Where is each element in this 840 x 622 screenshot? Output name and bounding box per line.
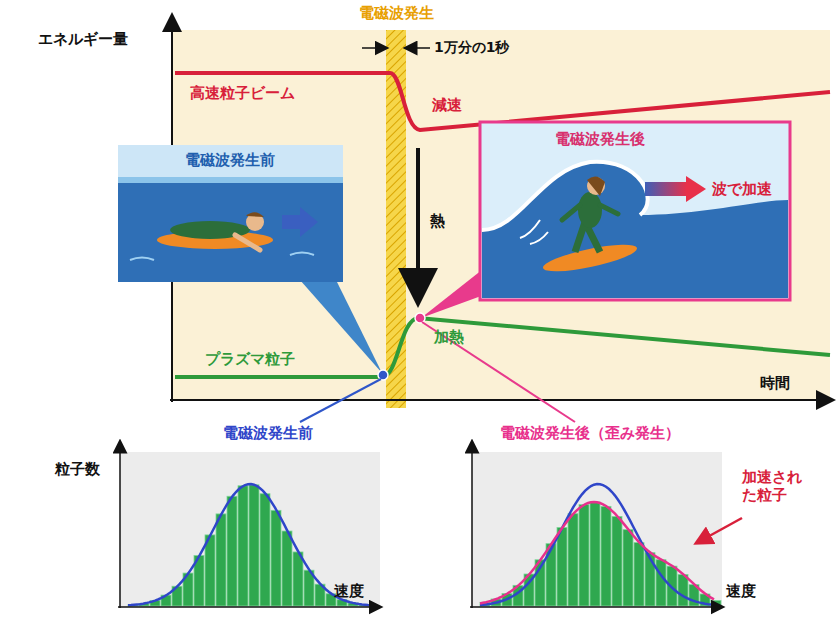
emission-band	[386, 30, 406, 408]
axis-label: エネルギー量	[38, 30, 128, 49]
histogram-bar	[271, 510, 281, 606]
axis-label: 粒子数	[55, 460, 100, 479]
axis-label: 時間	[760, 374, 790, 393]
panel-note: 波で加速	[712, 180, 772, 199]
histogram-bar	[249, 485, 259, 606]
histogram-bar	[205, 535, 215, 606]
panel-heading: 電磁波発生後（歪み発生）	[500, 424, 680, 443]
after-panel	[480, 122, 790, 300]
histogram-bar	[590, 502, 600, 606]
histogram-bar	[634, 543, 644, 606]
state-dot	[378, 370, 388, 380]
histogram-bar	[282, 531, 292, 606]
histogram-bar	[601, 506, 611, 606]
wave	[482, 162, 788, 298]
histogram-bar	[227, 496, 237, 606]
histogram-bar	[293, 552, 303, 606]
histogram-bar	[568, 514, 578, 606]
arrow-label: 熱	[430, 212, 445, 231]
heat-arrow	[416, 148, 420, 288]
axis-label: 速度	[334, 582, 364, 601]
histogram-bar	[678, 575, 688, 606]
line-label: 加熱	[434, 328, 464, 347]
x-axis	[470, 606, 718, 608]
surfboard	[541, 239, 639, 277]
histogram-bar	[579, 505, 589, 606]
callout-panel: 電磁波発生後波で加速	[480, 122, 790, 300]
surfer-body	[578, 192, 602, 228]
plasma-energy-line	[175, 318, 830, 377]
panel-heading: 電磁波発生前	[185, 151, 275, 170]
span-arrow	[362, 47, 382, 49]
histogram-ground	[472, 452, 722, 607]
histogram-bar	[645, 553, 655, 606]
histogram-bar	[612, 516, 622, 606]
line-label: 高速粒子ビーム	[190, 84, 295, 103]
sky-band	[118, 145, 343, 177]
leader-line	[422, 322, 575, 422]
distribution-curve	[480, 484, 714, 605]
water	[118, 145, 343, 282]
accel-arrow	[645, 182, 687, 196]
axis-label: 速度	[726, 582, 756, 601]
callout-label: 加速された粒子	[742, 468, 802, 504]
histogram-bar	[260, 494, 270, 606]
motion-arrow	[282, 207, 318, 237]
surfer-head	[587, 177, 605, 195]
histogram-bar	[216, 514, 226, 606]
leader-line	[300, 379, 381, 422]
x-axis	[118, 606, 376, 608]
histogram-bar	[557, 527, 567, 606]
callout-arrow	[702, 518, 742, 540]
duration-label: 1万分の1秒	[434, 39, 509, 57]
line-label: 減速	[432, 96, 462, 115]
histogram-panel: 電磁波発生後（歪み発生）	[470, 452, 722, 608]
y-axis	[471, 446, 473, 608]
state-dot	[415, 313, 425, 323]
histogram-bar	[623, 530, 633, 606]
x-axis	[170, 399, 826, 401]
swimmer-head	[246, 213, 264, 231]
distorted-curve	[480, 502, 714, 603]
histogram-ground	[120, 452, 380, 607]
line-label: プラズマ粒子	[205, 350, 295, 369]
distribution-curve	[128, 484, 371, 605]
callout-panel: 電磁波発生前	[118, 145, 343, 282]
span-arrow	[410, 47, 430, 49]
panel-heading: 電磁波発生後	[555, 130, 645, 149]
panel-heading: 電磁波発生前	[223, 424, 313, 443]
band-label: 電磁波発生	[359, 4, 434, 23]
y-axis	[119, 446, 121, 608]
histogram-bar	[656, 560, 666, 606]
histogram-bar	[238, 486, 248, 606]
callout-pointer	[300, 280, 382, 373]
